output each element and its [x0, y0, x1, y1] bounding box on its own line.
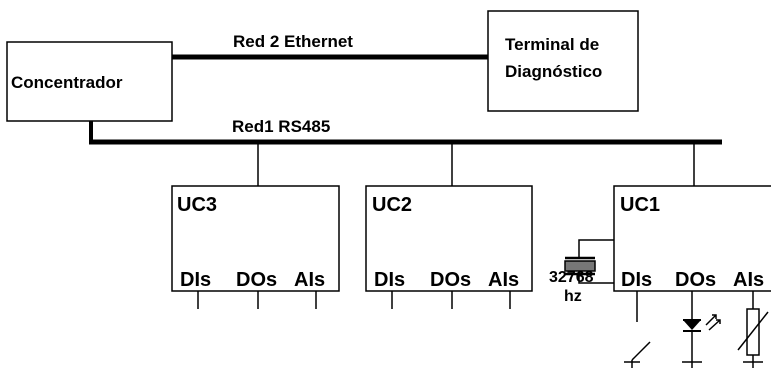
crystal-frequency-value: 32768: [549, 269, 594, 286]
terminal-label-line2: Diagnóstico: [505, 62, 602, 81]
crystal-frequency-unit: hz: [564, 288, 582, 305]
terminal-box: [487, 10, 639, 112]
crystal-oscillator-icon: [564, 239, 614, 284]
led-icon: [682, 291, 721, 368]
uc3-box: [171, 185, 340, 292]
uc3-label: UC3: [177, 194, 217, 216]
uc2-ai-label: AIs: [488, 269, 519, 291]
concentrator-label: Concentrador: [11, 73, 123, 92]
uc2-label: UC2: [372, 194, 412, 216]
uc1-do-label: DOs: [675, 269, 716, 291]
variable-resistor-icon: [737, 291, 769, 368]
terminal-label-line1: Terminal de: [505, 35, 599, 54]
uc2-do-label: DOs: [430, 269, 471, 291]
uc1-label: UC1: [620, 194, 660, 216]
uc2-box: [365, 185, 533, 292]
switch-icon: [624, 291, 651, 368]
uc1-ai-label: AIs: [733, 269, 764, 291]
uc3-do-label: DOs: [236, 269, 277, 291]
uc3-di-label: DIs: [180, 269, 211, 291]
uc1-box: [613, 185, 771, 292]
uc3-ai-label: AIs: [294, 269, 325, 291]
rs485-label: Red1 RS485: [232, 117, 330, 136]
uc1-di-label: DIs: [621, 269, 652, 291]
ethernet-label: Red 2 Ethernet: [233, 32, 353, 51]
uc2-di-label: DIs: [374, 269, 405, 291]
